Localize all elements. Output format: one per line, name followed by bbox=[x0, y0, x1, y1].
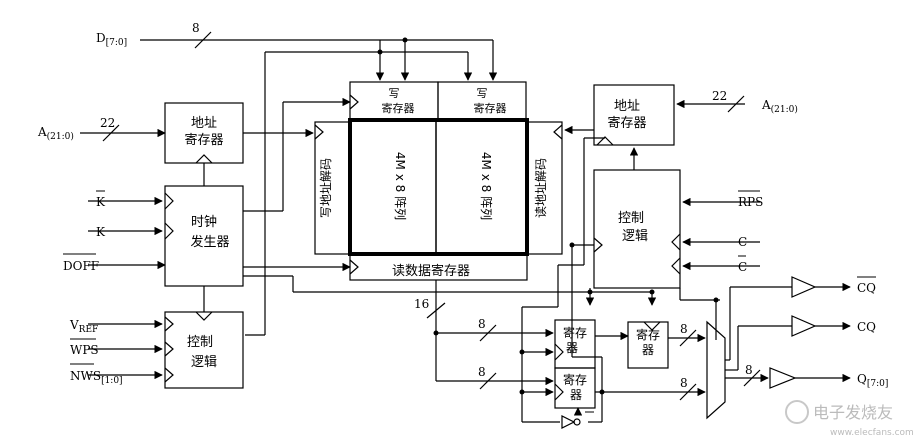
ctrl-left-label-2: 逻辑 bbox=[191, 355, 217, 370]
addr-reg-right-label-2: 寄存器 bbox=[607, 115, 646, 131]
out-reg3-label-2: 器 bbox=[642, 343, 654, 357]
q-out-width: 8 bbox=[745, 363, 753, 377]
read-decoder-label: 读地址解码 bbox=[534, 158, 548, 218]
a-right-width: 22 bbox=[712, 89, 727, 103]
control-logic-left bbox=[164, 311, 244, 389]
reg2-in-width: 8 bbox=[478, 365, 486, 379]
c-label: C bbox=[738, 235, 747, 249]
ctrl-right-label-2: 逻辑 bbox=[622, 229, 648, 244]
read-data-reg-label: 读数据寄存器 bbox=[392, 263, 470, 279]
vref-label: VREF bbox=[69, 318, 98, 335]
a-right-label: A(21:0) bbox=[761, 98, 798, 115]
watermark-logo-icon bbox=[785, 400, 809, 424]
address-register-right bbox=[593, 84, 675, 146]
reg4-out-width: 8 bbox=[680, 376, 688, 390]
svg-text:电子发烧友: 电子发烧友 bbox=[813, 403, 893, 422]
write-reg1-label-1: 写 bbox=[389, 87, 400, 100]
nws-bar-label: NWS[1:0] bbox=[70, 369, 123, 386]
cq-label: CQ bbox=[857, 320, 876, 334]
write-reg2-label-1: 写 bbox=[477, 87, 488, 100]
svg-text:www.elecfans.com: www.elecfans.com bbox=[830, 428, 914, 438]
write-decoder-label: 写地址解码 bbox=[319, 158, 333, 218]
watermark: 电子发烧友 www.elecfans.com bbox=[785, 400, 914, 438]
reg1-in-width: 8 bbox=[478, 317, 486, 331]
write-reg1-label-2: 寄存器 bbox=[382, 101, 415, 115]
out-reg1-label-2: 器 bbox=[566, 341, 578, 355]
clock-notch bbox=[195, 154, 213, 164]
register-clock-feedback bbox=[521, 307, 603, 423]
cq-bar-label: CQ bbox=[857, 281, 876, 295]
addr-reg-left-label-2: 寄存器 bbox=[184, 132, 223, 148]
control-logic-right bbox=[593, 169, 681, 289]
ctrl-right-label-1: 控制 bbox=[618, 211, 644, 226]
a-left-label: A(21:0) bbox=[37, 125, 74, 142]
array1-label: 4M x 8 阵列 bbox=[393, 152, 407, 220]
overbars bbox=[63, 190, 876, 413]
memory-array-frame bbox=[348, 118, 529, 256]
inverter-buffer bbox=[561, 415, 576, 429]
addr-reg-right-label-1: 地址 bbox=[614, 99, 640, 114]
output-clock-wire bbox=[522, 137, 720, 357]
read-output-bus bbox=[426, 280, 554, 390]
addr-reg-left-label-1: 地址 bbox=[191, 116, 217, 131]
out-reg3-label-1: 寄存 bbox=[636, 327, 660, 342]
a-left-input-wire bbox=[80, 124, 166, 142]
cq-wiring bbox=[725, 286, 792, 371]
d-bus-wire bbox=[140, 31, 498, 336]
k-bar-clock-triangle bbox=[164, 192, 174, 210]
d-bus-label: D[7:0] bbox=[96, 31, 127, 48]
out-reg2-label-1: 寄存 bbox=[563, 372, 587, 387]
doff-bar-label: DOFF bbox=[63, 259, 99, 273]
k-bar-label: K bbox=[96, 195, 106, 209]
inverter-bubble bbox=[573, 418, 581, 426]
k-clock-triangle bbox=[164, 222, 174, 240]
q-buffer bbox=[769, 367, 797, 389]
out-reg2-label-2: 器 bbox=[570, 388, 582, 402]
out-reg1-label-1: 寄存 bbox=[563, 325, 587, 340]
clock-gen-label-1: 时钟 bbox=[191, 214, 217, 230]
cq-buffer bbox=[791, 315, 817, 337]
output-multiplexer bbox=[706, 320, 726, 420]
d-bus-width: 8 bbox=[192, 21, 200, 35]
array2-label: 4M x 8 阵列 bbox=[479, 152, 493, 220]
cq-bar-buffer bbox=[791, 276, 817, 298]
read-out-width: 16 bbox=[414, 297, 429, 311]
q-label: Q[7:0] bbox=[857, 372, 888, 389]
clock-gen-label-2: 发生器 bbox=[190, 234, 229, 250]
ctrl-left-label-1: 控制 bbox=[187, 335, 213, 350]
k-label: K bbox=[96, 225, 106, 239]
output-register-3 bbox=[627, 321, 669, 369]
wps-bar-label: WPS bbox=[70, 343, 99, 357]
a-right-input-wire bbox=[676, 95, 745, 113]
reg3-out-width: 8 bbox=[680, 322, 688, 336]
ctrl-left-notch bbox=[195, 311, 213, 321]
mux-inputs-wire bbox=[595, 322, 717, 401]
junction-dots bbox=[377, 37, 719, 395]
write-reg2-label-2: 寄存器 bbox=[474, 101, 507, 115]
a-left-width: 22 bbox=[100, 116, 115, 130]
c-bar-label: C bbox=[738, 260, 747, 274]
rps-bar-label: RPS bbox=[738, 195, 763, 209]
